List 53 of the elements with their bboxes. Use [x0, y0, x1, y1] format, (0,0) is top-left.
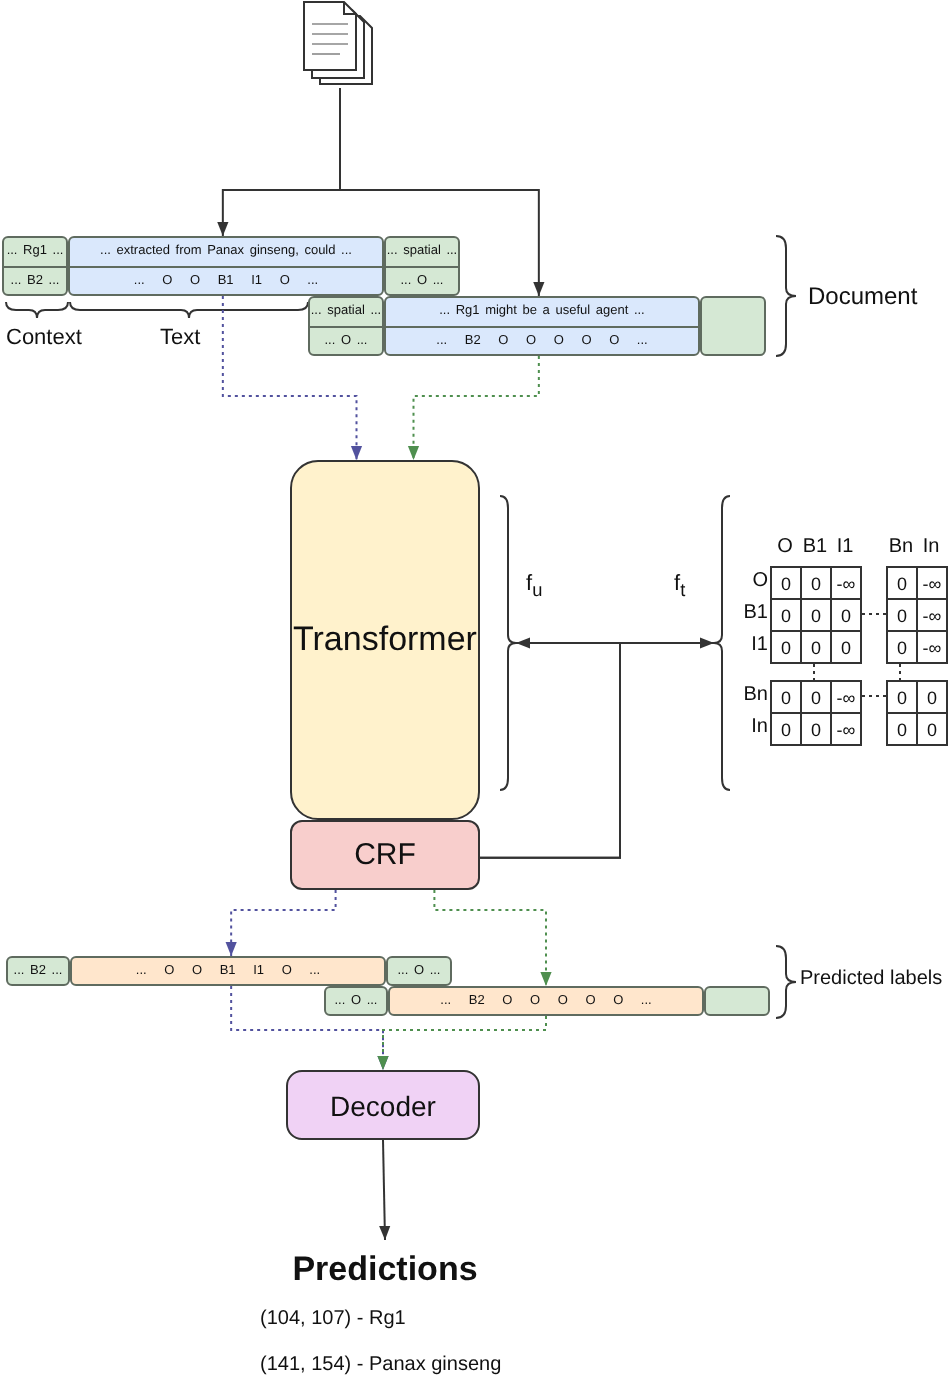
- dotted-arrow: [225, 889, 337, 957]
- dotted-arrow: [407, 355, 540, 461]
- column-header: B1: [800, 536, 830, 558]
- matrix-cell: -∞: [916, 566, 948, 600]
- arrow: [479, 637, 715, 859]
- matrix-cell: 0: [916, 680, 948, 714]
- formula-label: f$_{u}$: [526, 572, 543, 601]
- row-header: O: [750, 570, 768, 592]
- matrix-cell: 0: [886, 680, 918, 714]
- heading: Predictions: [260, 1240, 510, 1300]
- brace-label: Document: [808, 282, 918, 310]
- matrix-cell: -∞: [830, 566, 862, 600]
- brace-label: Context: [6, 326, 82, 350]
- prediction-text: (141, 154) - Panax ginseng: [260, 1354, 502, 1376]
- matrix-cell: 0: [886, 630, 918, 664]
- matrix-cell: 0: [886, 712, 918, 746]
- column-header: O: [775, 536, 795, 558]
- matrix-cell: 0: [770, 712, 802, 746]
- row-header: I1: [749, 634, 768, 656]
- column-header: I1: [834, 536, 856, 558]
- process-box: CRF: [290, 820, 480, 890]
- matrix-cell: -∞: [830, 712, 862, 746]
- prediction-text: (104, 107) - Rg1: [260, 1308, 406, 1330]
- curly-brace: [714, 496, 730, 790]
- matrix-cell: 0: [770, 680, 802, 714]
- row-header: In: [749, 716, 768, 738]
- sequence-segment: [384, 236, 460, 296]
- arrow: [379, 1139, 391, 1241]
- process-box: Decoder: [286, 1070, 480, 1140]
- curly-brace: [500, 496, 516, 790]
- matrix-cell: -∞: [916, 630, 948, 664]
- sequence-segment: [68, 236, 384, 296]
- brace-label: Text: [160, 326, 201, 350]
- column-header: In: [920, 536, 942, 558]
- matrix-cell: 0: [770, 566, 802, 600]
- row-header: Bn: [741, 684, 768, 706]
- brace-label: Predicted labels: [800, 968, 943, 990]
- sequence-segment: [308, 296, 384, 356]
- sequence-segment: [2, 236, 68, 296]
- arrow: [339, 87, 545, 297]
- sequence-segment: [384, 296, 700, 356]
- dotted-arrow: [377, 1015, 547, 1071]
- dotted-arrow: [433, 889, 552, 987]
- formula-label: f$_{t}$: [674, 572, 686, 601]
- process-box: Transformer: [290, 460, 480, 820]
- matrix-cell: 0: [830, 630, 862, 664]
- row-header: B1: [741, 602, 768, 624]
- column-header: Bn: [886, 536, 916, 558]
- matrix-cell: 0: [770, 630, 802, 664]
- matrix-cell: 0: [886, 566, 918, 600]
- dotted-arrow: [221, 295, 363, 461]
- matrix-cell: -∞: [830, 680, 862, 714]
- matrix-cell: 0: [916, 712, 948, 746]
